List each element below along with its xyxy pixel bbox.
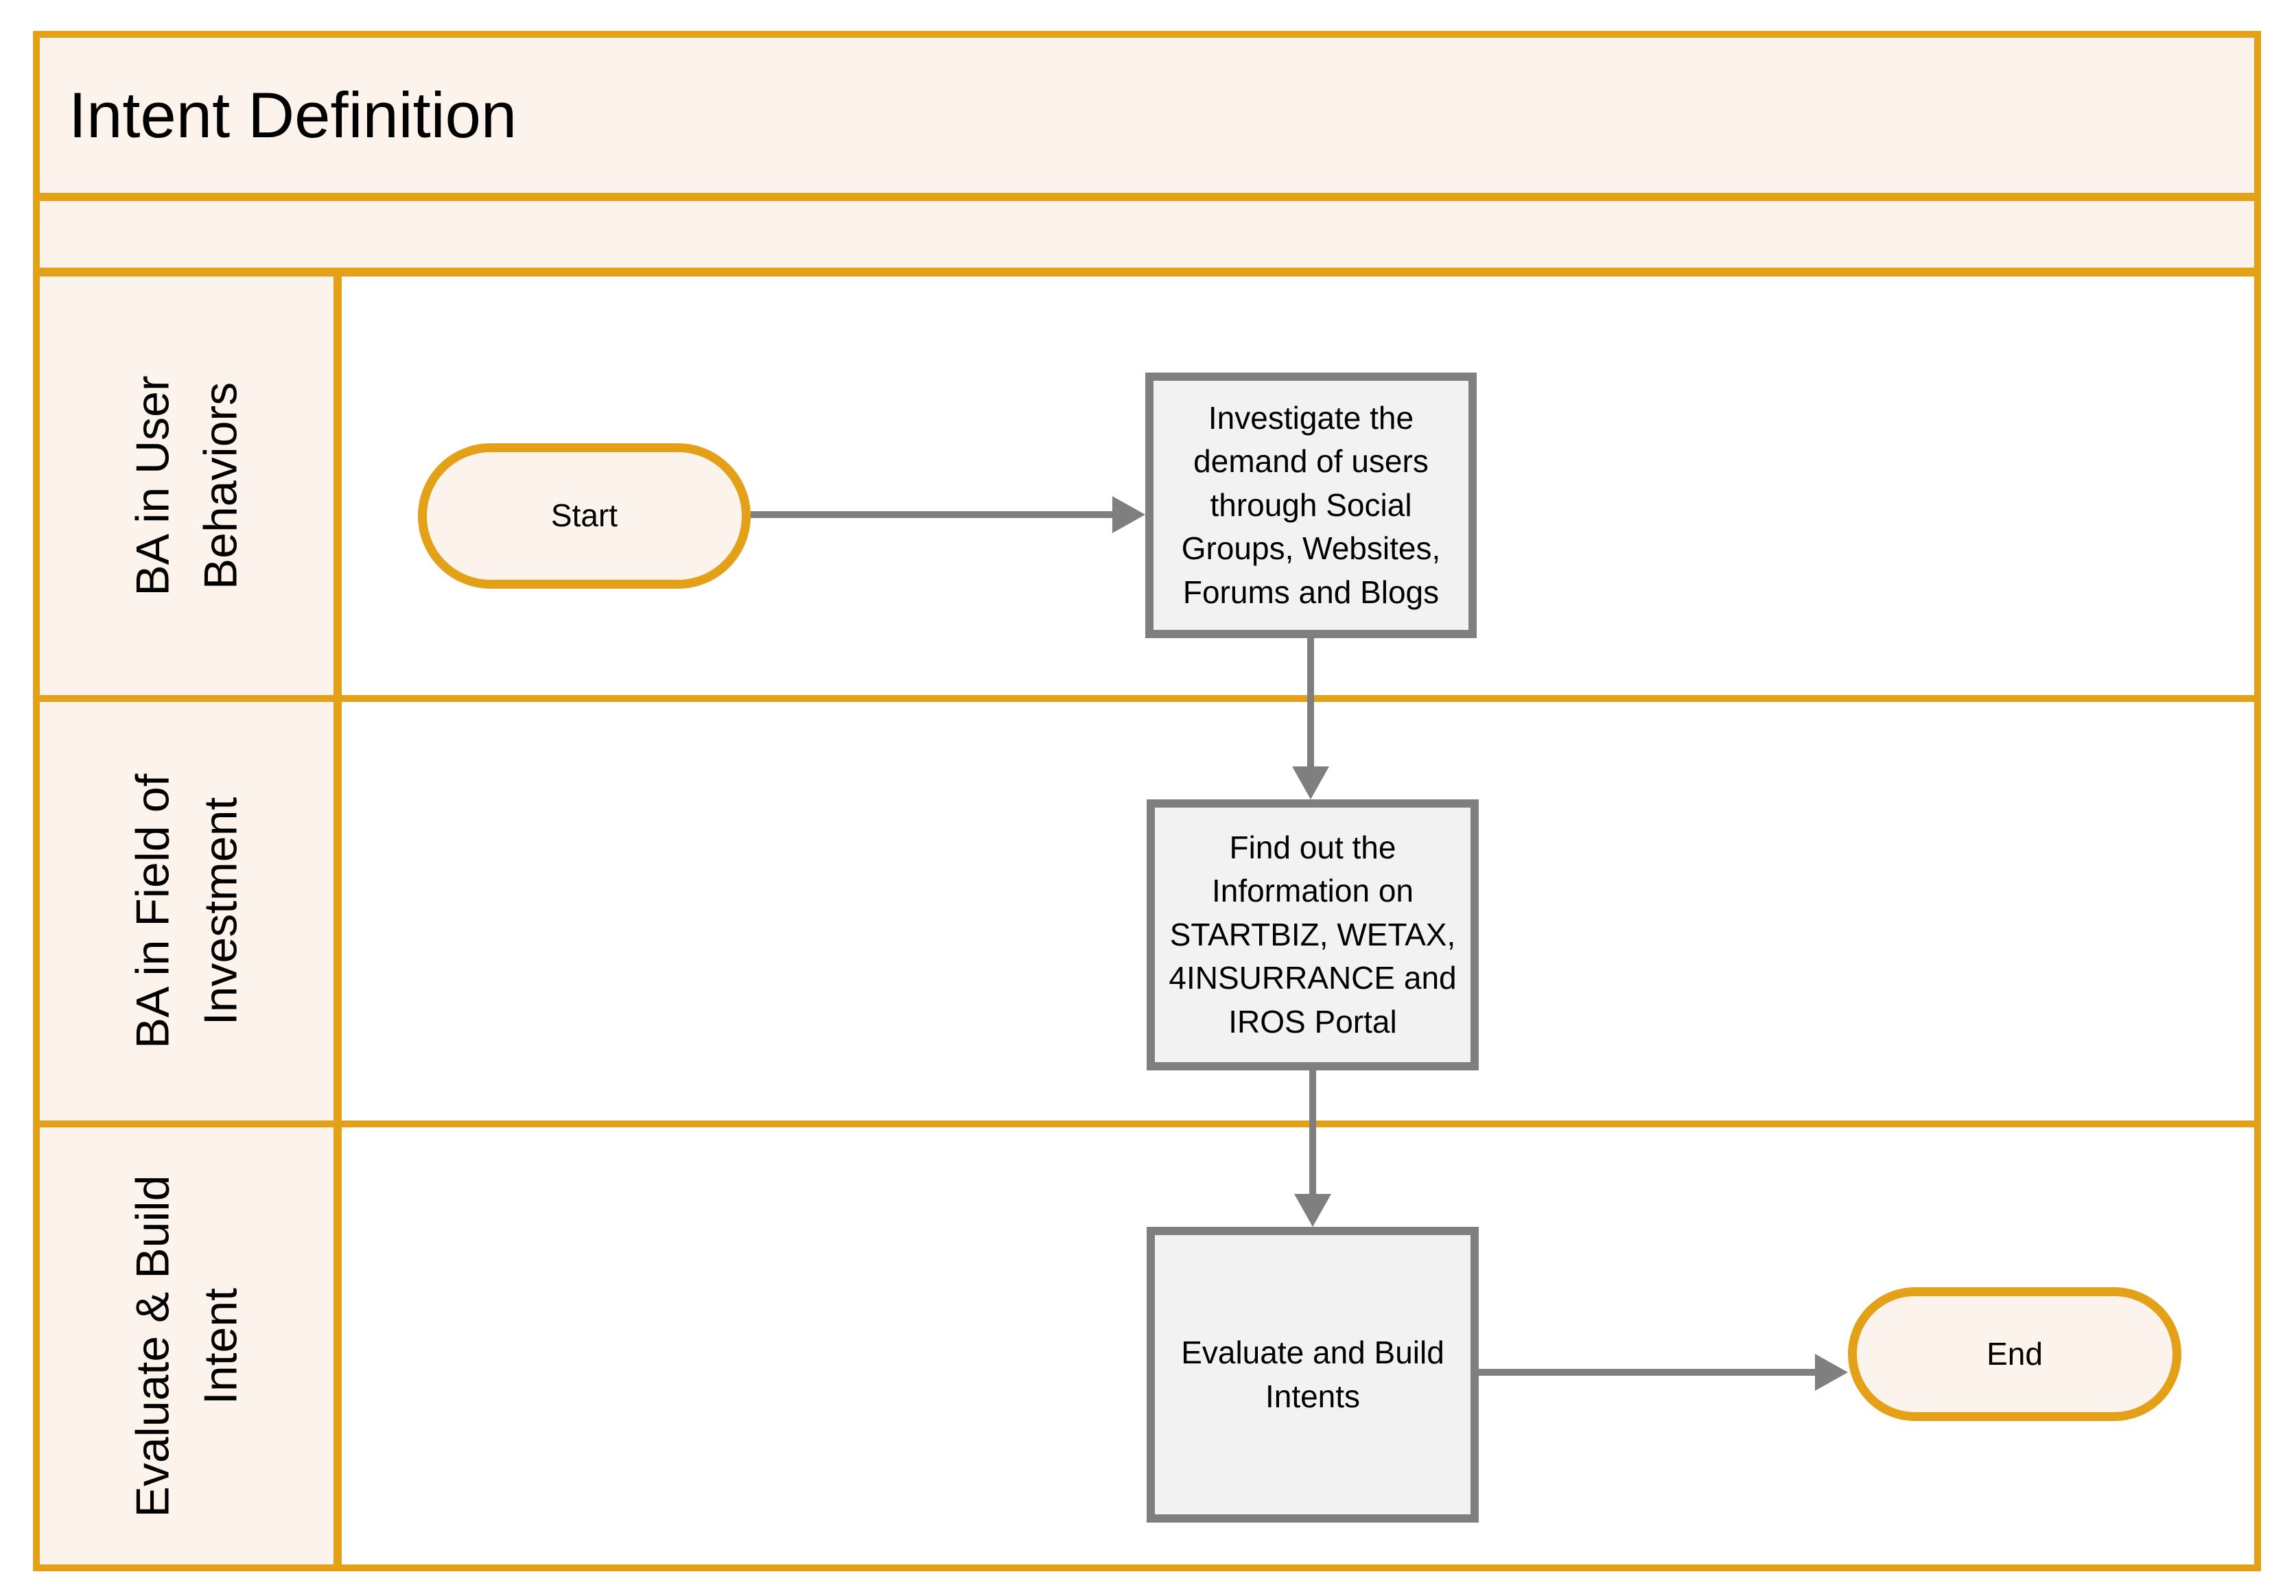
process-label: Evaluate and Build Intents bbox=[1181, 1335, 1444, 1414]
end-terminator[interactable]: End bbox=[1848, 1287, 2181, 1421]
lane-label: BA in User Behaviors bbox=[126, 375, 246, 596]
lane-label-cell-ba-user-behaviors[interactable]: BA in User Behaviors bbox=[40, 277, 342, 695]
end-label: End bbox=[1987, 1335, 2043, 1372]
lane-label: Evaluate & Build Intent bbox=[126, 1175, 246, 1517]
arrowhead-right-icon bbox=[1815, 1354, 1848, 1391]
connector-findinfo-to-evaluate[interactable] bbox=[1309, 1070, 1316, 1194]
arrowhead-right-icon bbox=[1112, 496, 1145, 533]
title-band: Intent Definition bbox=[40, 38, 2254, 201]
start-label: Start bbox=[550, 497, 618, 534]
arrowhead-down-icon bbox=[1294, 1194, 1331, 1227]
connector-start-to-investigate[interactable] bbox=[751, 511, 1112, 518]
phase-band bbox=[40, 201, 2254, 277]
process-evaluate-build-intents[interactable]: Evaluate and Build Intents bbox=[1147, 1227, 1479, 1523]
process-label: Find out the Information on STARTBIZ, WE… bbox=[1169, 829, 1457, 1040]
connector-evaluate-to-end[interactable] bbox=[1479, 1369, 1815, 1376]
process-find-information[interactable]: Find out the Information on STARTBIZ, WE… bbox=[1147, 799, 1479, 1070]
page-title: Intent Definition bbox=[69, 79, 517, 151]
process-investigate-demand[interactable]: Investigate the demand of users through … bbox=[1145, 373, 1477, 638]
connector-investigate-to-findinfo[interactable] bbox=[1307, 638, 1314, 766]
lane-label-cell-evaluate-build-intent[interactable]: Evaluate & Build Intent bbox=[40, 1127, 342, 1564]
lane-label: BA in Field of Investment bbox=[126, 773, 246, 1049]
lane-label-cell-ba-field-investment[interactable]: BA in Field of Investment bbox=[40, 702, 342, 1120]
start-terminator[interactable]: Start bbox=[418, 443, 751, 589]
process-label: Investigate the demand of users through … bbox=[1181, 399, 1441, 610]
arrowhead-down-icon bbox=[1292, 766, 1329, 799]
